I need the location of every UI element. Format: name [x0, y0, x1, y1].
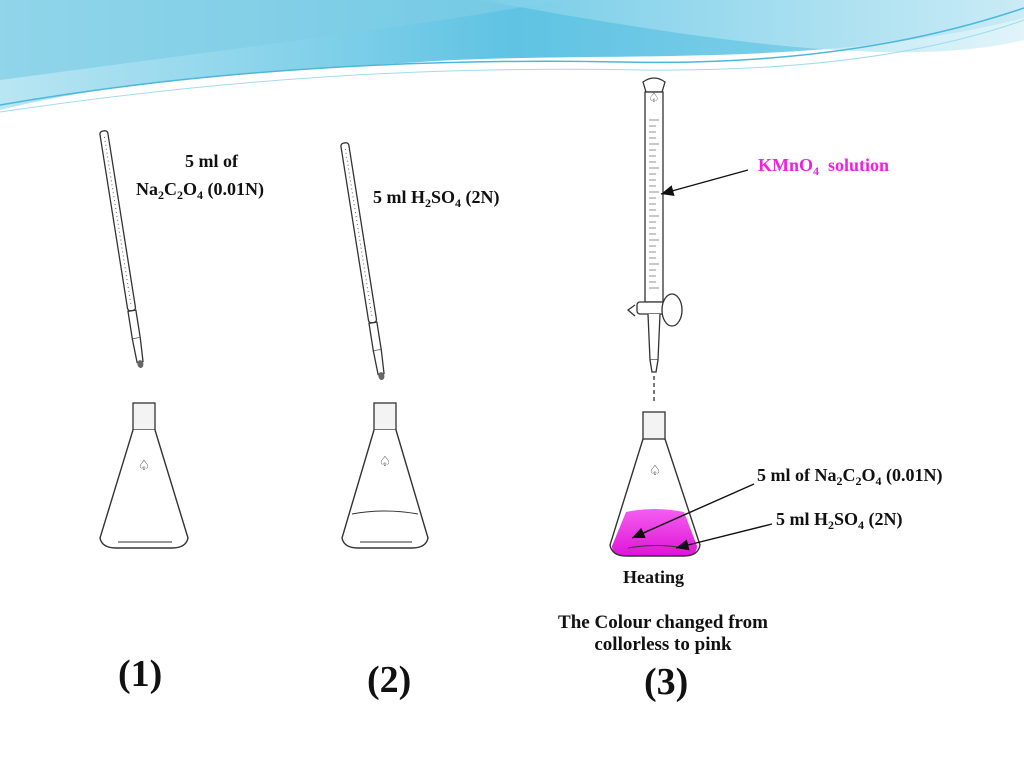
arrow-na2c2o4: [631, 483, 755, 539]
top-banner: [0, 0, 1024, 113]
spade-logo-icon: ♤: [648, 90, 660, 105]
pipette-1: [99, 130, 144, 369]
step-number-1: (1): [118, 653, 163, 695]
label-pipette1-formula: Na2C2O4 (0.01N): [136, 179, 265, 202]
burette: ♤: [626, 77, 683, 404]
step-number-2: (2): [367, 659, 412, 701]
pink-solution: [612, 509, 697, 556]
arrow-h2so4: [675, 523, 773, 551]
label-result-line1: The Colour changed from: [558, 612, 768, 633]
spade-logo-icon: ♤: [379, 455, 392, 470]
spade-logo-icon: ♤: [138, 459, 151, 474]
label-pipette2: 5 ml H2SO4 (2N): [373, 187, 500, 210]
label-flask3-na2c2o4: 5 ml of Na2C2O4 (0.01N): [757, 465, 943, 488]
label-flask3-h2so4: 5 ml H2SO4 (2N): [776, 509, 903, 532]
label-result-line2: collorless to pink: [594, 634, 732, 655]
step-number-3: (3): [644, 661, 689, 703]
label-heating: Heating: [623, 567, 684, 587]
spade-logo-icon: ♤: [649, 464, 662, 479]
conical-flask-3: ♤: [609, 411, 701, 557]
conical-flask-1: ♤: [99, 402, 189, 549]
conical-flask-2: ♤: [341, 402, 429, 549]
label-kmno4: KMnO4 solution: [758, 155, 890, 178]
pipette-2: [340, 142, 385, 381]
label-pipette1-line1: 5 ml of: [185, 151, 238, 171]
arrow-kmno4: [660, 169, 749, 197]
